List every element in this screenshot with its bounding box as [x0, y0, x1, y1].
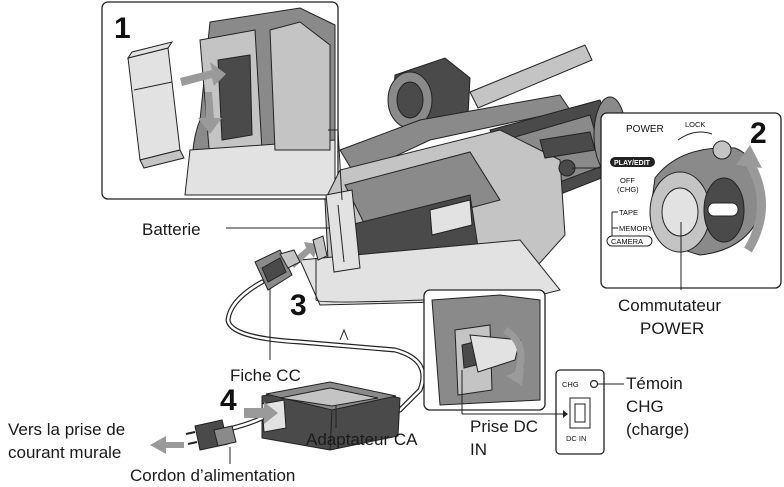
label-prise-dc-1: Prise DC: [470, 417, 538, 436]
label-adaptateur-ca: Adaptateur CA: [306, 430, 418, 449]
camcorder-icon: [299, 44, 627, 306]
switch-chg-text: (CHG): [617, 185, 639, 194]
label-prise-dc-2: IN: [470, 440, 487, 459]
wall-plug-icon: [185, 419, 237, 451]
power-switch-icon[interactable]: [649, 140, 762, 256]
label-vers-prise-1: Vers la prise de: [8, 420, 125, 439]
switch-camera-text: CAMERA: [611, 237, 643, 246]
label-temoin-1: Témoin: [626, 374, 683, 393]
switch-memory-text: MEMORY: [619, 224, 653, 233]
label-commutateur-power-2: POWER: [640, 319, 704, 338]
label-fiche-cc: Fiche CC: [230, 366, 301, 385]
inset-power-switch: POWER LOCK PLAY/EDIT OFF (CHG) TAPE MEMO…: [572, 112, 782, 289]
label-commutateur-power-1: Commutateur: [618, 296, 721, 315]
switch-play-edit-text: PLAY/EDIT: [614, 160, 651, 167]
switch-power-text: POWER: [626, 124, 664, 135]
switch-off-text: OFF: [620, 176, 635, 185]
panel-dc-in-text: DC IN: [566, 434, 586, 443]
step-1-number: 1: [114, 12, 131, 45]
inset-battery-insertion: 1: [101, 1, 339, 200]
label-vers-prise-2: courant murale: [8, 443, 121, 462]
dc-in-panel: CHG DC IN: [555, 369, 605, 455]
step-3-number: 3: [290, 289, 307, 322]
battery-icon: [126, 41, 185, 169]
switch-lock-text: LOCK: [685, 120, 705, 129]
step-2-number: 2: [750, 117, 767, 150]
label-temoin-3: (charge): [626, 420, 689, 439]
panel-chg-text: CHG: [562, 380, 579, 389]
label-temoin-2: CHG: [626, 397, 664, 416]
switch-tape-text: TAPE: [619, 208, 638, 217]
label-cordon: Cordon d’alimentation: [130, 466, 295, 485]
inset-dc-in-jack: [315, 258, 546, 411]
dc-plug-icon: [254, 235, 328, 291]
label-batterie: Batterie: [142, 220, 201, 239]
step-4-number: 4: [220, 384, 237, 417]
